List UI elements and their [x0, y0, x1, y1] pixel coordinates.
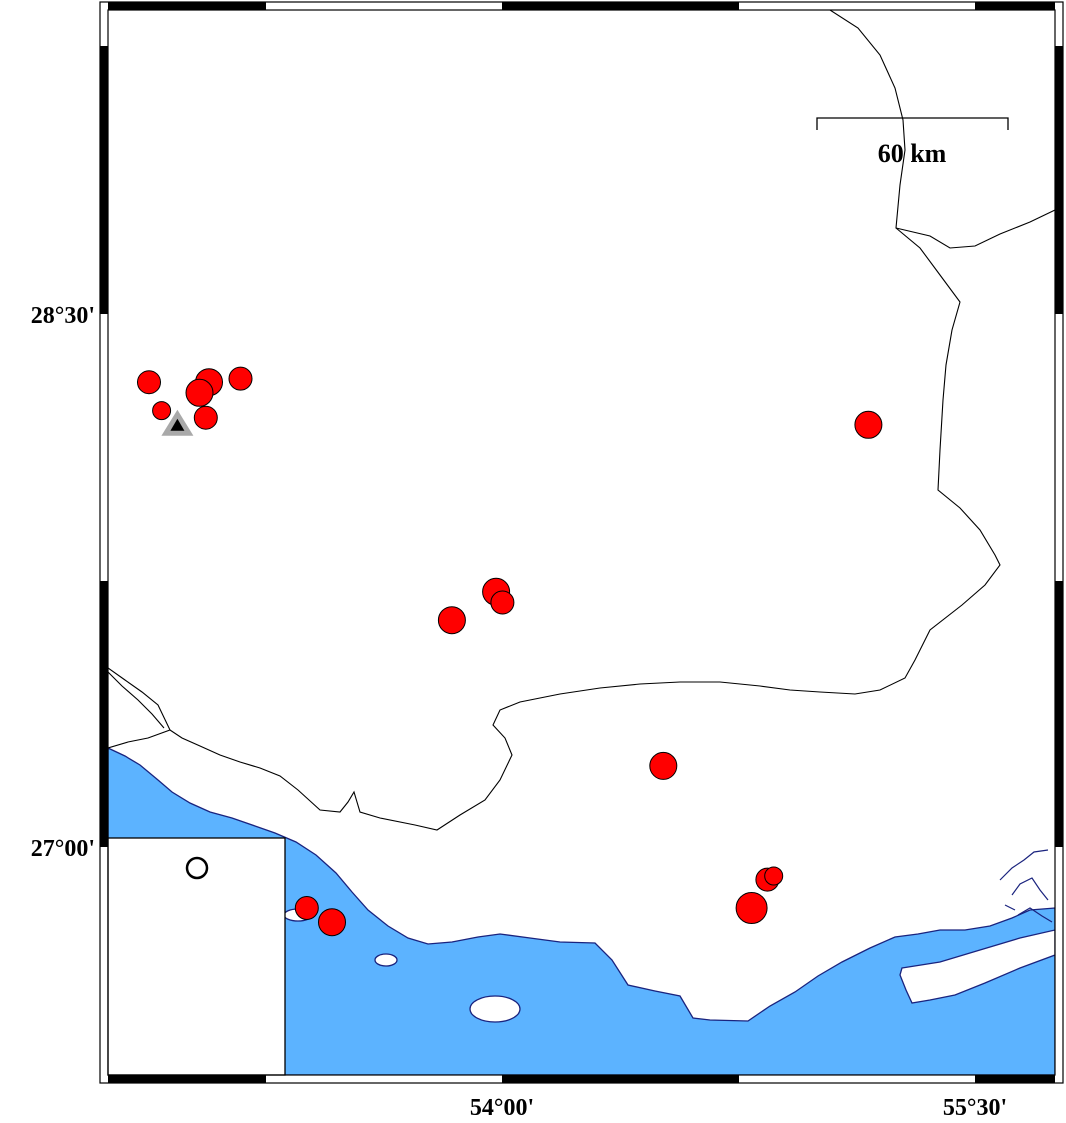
inset-map — [107, 837, 286, 1076]
island-small-1 — [374, 953, 398, 967]
earthquake-event-11 — [294, 896, 319, 920]
province-border-west-2 — [108, 671, 165, 729]
earthquake-event-3 — [185, 378, 214, 407]
earthquake-event-8 — [437, 606, 466, 635]
earthquake-event-7 — [490, 590, 515, 615]
island-kish — [469, 995, 521, 1023]
scale-bar-label: 60 km — [878, 139, 947, 168]
lon-label-54-00: 54°00' — [470, 1095, 534, 1121]
earthquake-event-10 — [649, 751, 678, 780]
earthquake-event-15 — [735, 892, 768, 924]
island-qeshm — [899, 929, 1055, 1004]
lon-label-55-30: 55°30' — [943, 1095, 1007, 1121]
earthquake-event-14 — [764, 866, 784, 886]
station-layer — [161, 409, 194, 436]
inset-location-circle-icon — [185, 856, 209, 880]
events-layer — [137, 366, 883, 937]
earthquake-event-2 — [228, 366, 253, 391]
earthquake-event-4 — [152, 401, 172, 421]
earthquake-event-0 — [137, 370, 161, 395]
map-frame — [99, 1, 1064, 1084]
scale-bar: 60 km — [816, 117, 1009, 168]
lat-label-27-00: 27°00' — [31, 836, 95, 862]
earthquake-event-9 — [854, 410, 883, 439]
seismic-station-inner-triangle-icon — [170, 418, 185, 431]
province-border-east — [108, 227, 1001, 831]
lat-label-28-30: 28°30' — [31, 303, 95, 329]
sea-area — [108, 747, 1055, 1075]
province-border-north — [829, 10, 1055, 249]
earthquake-event-12 — [318, 908, 346, 937]
earthquake-event-5 — [193, 405, 218, 430]
strait-islets — [999, 849, 1053, 923]
province-border-west — [108, 667, 171, 731]
